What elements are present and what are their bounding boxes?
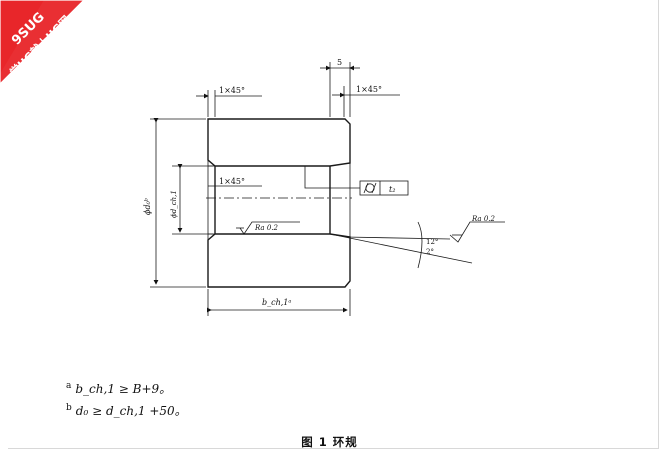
- angle-small-label: 2°: [426, 248, 434, 256]
- lower-section: [207, 233, 351, 288]
- inner-roughness-symbol: Ra 0.2: [236, 221, 300, 235]
- cylindricity-icon: [363, 182, 377, 194]
- inner-diameter-label: ϕd_ch,1: [170, 190, 178, 218]
- outer-roughness-symbol: Ra 0.2: [449, 215, 505, 243]
- footnote-b-mark: b: [66, 403, 72, 413]
- outer-roughness-label: Ra 0.2: [471, 215, 496, 223]
- figure-caption: 图 1 环规: [301, 435, 358, 449]
- inner-diameter-dimension: ϕd_ch,1: [170, 164, 213, 235]
- watermark-ribbon: 9SUG 学UG就上UG网: [0, 0, 85, 85]
- outer-diameter-dimension: ϕd₀ᵇ: [143, 118, 206, 288]
- right-chamfer-label: 1×45°: [356, 85, 382, 94]
- taper-angle-lines: 12° 2°: [329, 221, 473, 269]
- inner-chamfer-callout: 1×45°: [208, 177, 262, 187]
- footnote-a-text: b_ch,1 ≥ B+9。: [75, 382, 172, 396]
- footnote-a-mark: a: [66, 381, 72, 391]
- left-chamfer-label: 1×45°: [219, 86, 245, 95]
- right-chamfer-callout: 1×45°: [332, 85, 400, 117]
- angle-large-label: 12°: [426, 238, 438, 246]
- upper-section: [207, 118, 351, 167]
- footnote-b-text: d₀ ≥ d_ch,1 +50。: [75, 404, 187, 418]
- width-label: b_ch,1ᵃ: [262, 298, 291, 307]
- top-5-label: 5: [337, 58, 342, 67]
- top-5-dimension: 5: [320, 58, 360, 117]
- tolerance-value: t₂: [389, 185, 395, 194]
- width-dimension: b_ch,1ᵃ: [207, 289, 351, 316]
- left-chamfer-callout: 1×45°: [196, 86, 262, 117]
- outer-diameter-label: ϕd₀ᵇ: [143, 198, 152, 215]
- bore-outline: [206, 160, 352, 240]
- inner-chamfer-label: 1×45°: [219, 177, 245, 186]
- inner-roughness-label: Ra 0.2: [254, 224, 279, 232]
- cylindricity-tolerance-frame: t₂: [304, 166, 409, 196]
